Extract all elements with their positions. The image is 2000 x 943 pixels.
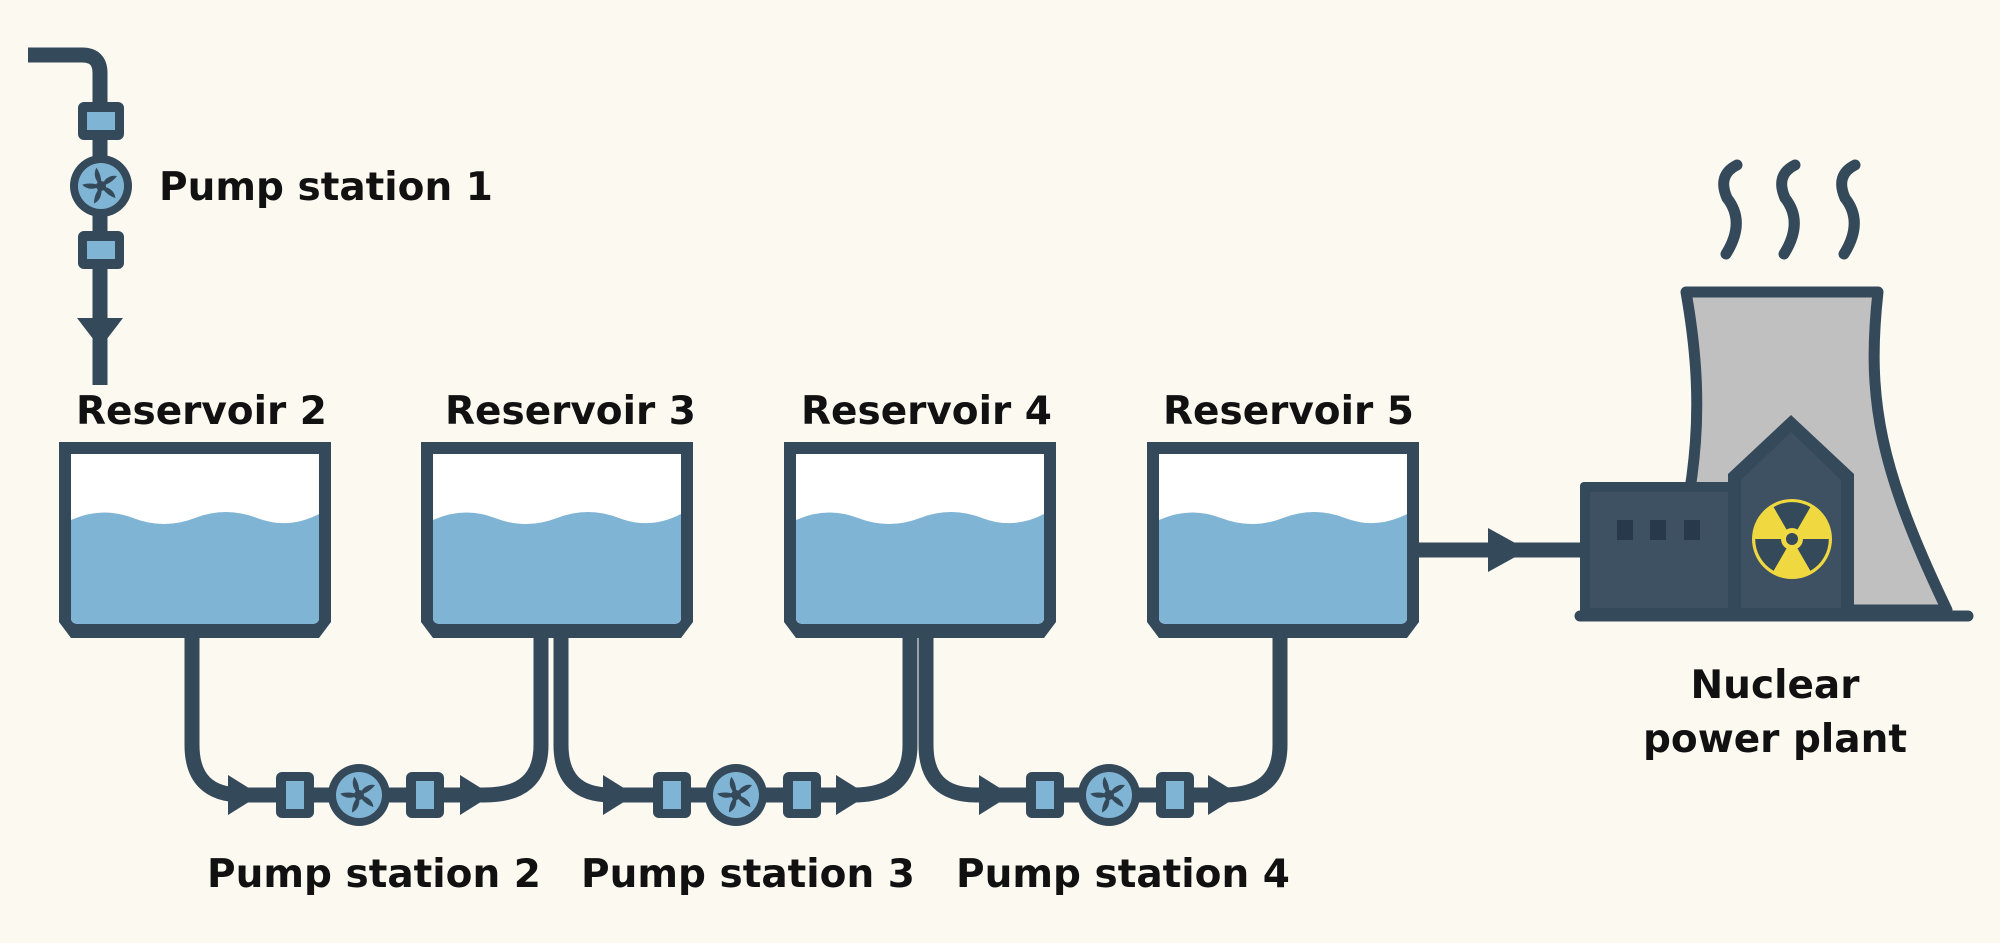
radiation-icon (1755, 502, 1829, 571)
pump-station-4-label: Pump station 4 (956, 852, 1290, 897)
pump-station-1 (70, 102, 132, 269)
nuclear-plant-label-line-2: power plant (1643, 717, 1907, 762)
inlet-pipe (28, 47, 123, 385)
nuclear-power-plant-icon (1574, 159, 1974, 622)
reservoir-4-label: Reservoir 4 (801, 389, 1052, 434)
valve-icon (406, 772, 444, 818)
flow-arrow-icon (1488, 528, 1528, 572)
valve-icon (653, 772, 691, 818)
reservoir-4-tank (784, 442, 1056, 638)
valve-icon (1026, 772, 1064, 818)
pump-station-3-label: Pump station 3 (581, 852, 915, 897)
pump-station-1-label: Pump station 1 (159, 165, 493, 210)
pump-icon (70, 155, 132, 217)
reservoir-5-label: Reservoir 5 (1163, 389, 1414, 434)
flow-arrow-icon (228, 775, 260, 815)
valve-icon (276, 772, 314, 818)
valve-icon (783, 772, 821, 818)
reservoir-2-tank (59, 442, 331, 638)
nuclear-plant-label-line-1: Nuclear (1691, 663, 1861, 708)
reservoir-3-label: Reservoir 3 (445, 389, 696, 434)
pump-icon (705, 764, 767, 826)
pump-icon (1078, 764, 1140, 826)
flow-arrow-icon (979, 775, 1011, 815)
reservoir-5-tank (1147, 442, 1419, 638)
reservoir-2-label: Reservoir 2 (76, 389, 327, 434)
valve-icon (78, 102, 124, 140)
steam-icon (1718, 159, 1861, 260)
flow-arrow-icon (603, 775, 635, 815)
valve-icon (78, 231, 124, 269)
valve-icon (1156, 772, 1194, 818)
flow-arrow-icon (1208, 775, 1240, 815)
flow-arrow-icon (836, 775, 868, 815)
pump-station-2-label: Pump station 2 (207, 852, 541, 897)
reservoir-3-tank (421, 442, 693, 638)
flow-arrow-icon (460, 775, 492, 815)
pump-icon (328, 764, 390, 826)
